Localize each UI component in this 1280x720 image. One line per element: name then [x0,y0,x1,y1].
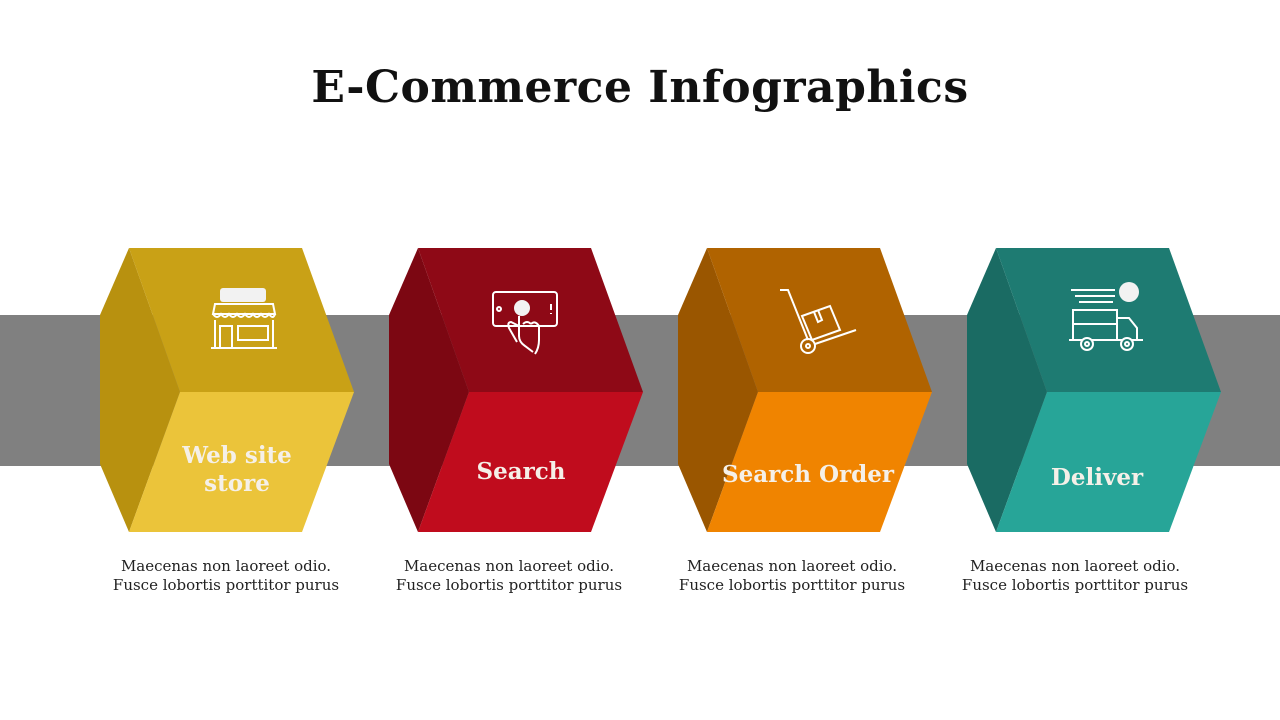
step-3-bottom [707,392,932,532]
step-3-fold [678,248,758,532]
step-1-top [129,248,354,392]
step-1-label-line-1: Web site [182,442,292,469]
step-4: Deliver [967,248,1227,532]
step-3-label: Search Order [713,461,903,489]
step-4-label: Deliver [1015,464,1179,492]
step-2-bottom [418,392,643,532]
step-4-fold [967,248,1047,532]
storefront-icon [195,284,295,364]
step-2-fold [389,248,469,532]
step-4-top [996,248,1221,392]
step-3: Search Order [678,248,938,532]
step-4-bottom [996,392,1221,532]
step-1-description: Maecenas non laoreet odio. Fusce loborti… [112,557,340,594]
step-3-description: Maecenas non laoreet odio. Fusce loborti… [678,557,906,594]
step-3-top [707,248,932,392]
step-4-chevron [967,248,1221,532]
page-title: E-Commerce Infographics [311,62,969,113]
step-2: Search [389,248,649,532]
step-1-chevron [100,248,354,532]
step-1-bottom [129,392,354,532]
step-1-fold [100,248,180,532]
step-4-label-line-1: Deliver [1050,464,1144,491]
mobile-touch-icon [475,284,575,364]
step-1-label: Web site store [155,442,319,498]
step-2-chevron [389,248,643,532]
step-2-label: Search [439,458,603,486]
step-1: Web site store [100,248,360,532]
hand-truck-icon [768,284,868,364]
step-1-label-line-2: store [204,470,270,497]
delivery-truck-icon [1057,280,1157,360]
step-3-label-line-1: Search Order [722,461,894,488]
step-4-description: Maecenas non laoreet odio. Fusce loborti… [961,557,1189,594]
step-2-description: Maecenas non laoreet odio. Fusce loborti… [395,557,623,594]
step-2-label-line-1: Search [476,458,566,485]
step-2-top [418,248,643,392]
step-3-chevron [678,248,932,532]
